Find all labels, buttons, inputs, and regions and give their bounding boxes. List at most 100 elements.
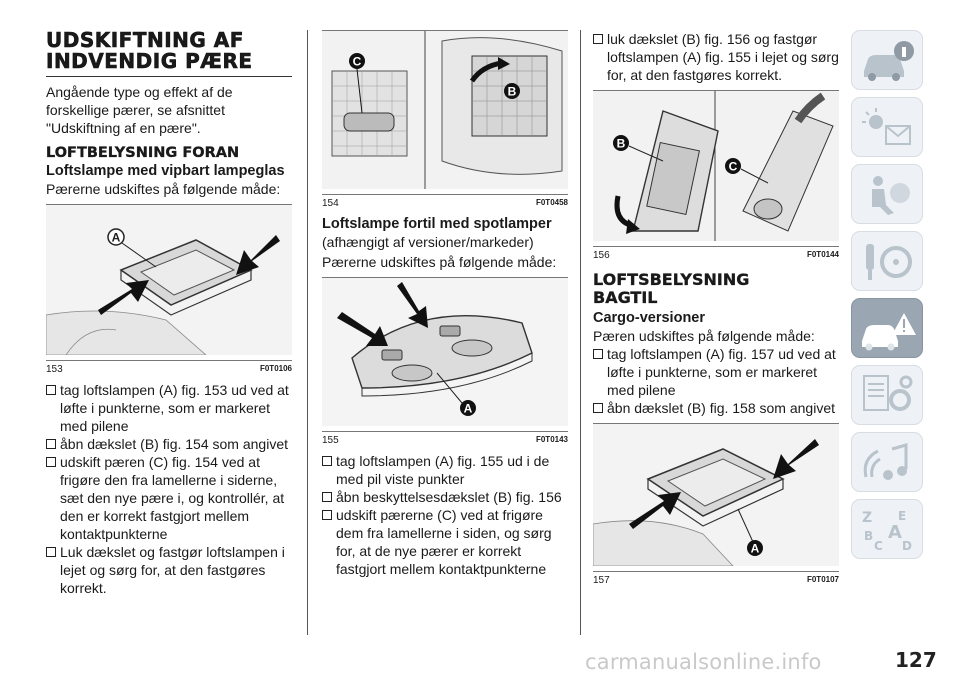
tab-emergency[interactable] (851, 298, 923, 358)
figure-155: A (322, 277, 568, 432)
figure-154-label-b: B (508, 85, 517, 99)
bullet-text: luk dækslet (B) fig. 156 og fastgør loft… (607, 31, 839, 83)
lead-text: Pærerne udskiftes på følgende måde: (46, 181, 281, 197)
bullet-text: Luk dækslet og fastgør loftslampen i lej… (60, 544, 285, 596)
maintenance-icon (863, 375, 913, 411)
figure-154-number: 154 (322, 198, 339, 209)
checkbox-icon (593, 403, 603, 413)
checkbox-icon (322, 456, 332, 466)
column-divider (580, 30, 581, 635)
figure-153-caption: 153 F0T0106 (46, 361, 292, 381)
figure-153-number: 153 (46, 364, 63, 375)
tab-multimedia[interactable] (851, 432, 923, 492)
figure-155-label-a: A (464, 402, 473, 416)
bullet-item: udskift pæren (C) fig. 154 ved at frigør… (46, 453, 292, 543)
figure-153-label-a: A (112, 231, 121, 245)
figure-154-code: F0T0458 (535, 198, 568, 207)
lead-text: Pæren udskiftes på følgende måde: (593, 328, 815, 344)
checkbox-icon (46, 457, 56, 467)
figure-154-illustration: C B (322, 31, 568, 189)
subheading-tilt-lamp: Loftslampe med vipbart lampeglas (46, 163, 285, 179)
section-title-line2: INDVENDIG PÆRE (46, 49, 253, 73)
tab-safety[interactable] (851, 164, 923, 224)
subheading-spot-lamp: Loftslampe fortil med spotlamper (322, 216, 552, 232)
section-title-block: UDSKIFTNING AF INDVENDIG PÆRE (46, 28, 292, 77)
figure-156-caption: 156 F0T0144 (593, 247, 839, 267)
checkbox-icon (46, 547, 56, 557)
bullet-item: tag loftslampen (A) fig. 155 ud i de med… (322, 452, 568, 488)
bullet-item: åbn dækslet (B) fig. 154 som angivet (46, 435, 292, 453)
subheading-cargo: Cargo-versioner (593, 310, 706, 326)
bullet-item: udskift pærerne (C) ved at frigøre dem f… (322, 506, 568, 578)
bullet-text: tag loftslampen (A) fig. 157 ud ved at l… (607, 346, 836, 398)
figure-156-label-c: C (729, 160, 738, 174)
figure-157-label-a: A (751, 542, 760, 556)
seat-airbag-icon (872, 176, 910, 215)
bullet-text: åbn beskyttelsesdækslet (B) fig. 156 (336, 489, 562, 505)
figure-157-number: 157 (593, 575, 610, 586)
figure-156-number: 156 (593, 250, 610, 261)
figure-157-illustration: A (592, 424, 839, 567)
warning-car-icon (862, 313, 916, 351)
column-middle: C B 154 F0T0458 Loftslampe fortil med sp… (322, 30, 568, 578)
checkbox-icon (322, 492, 332, 502)
bullet-item: Luk dækslet og fastgør loftslampen i lej… (46, 543, 292, 597)
lead-text: Pærerne udskiftes på følgende måde: (322, 254, 557, 270)
bullet-item: åbn beskyttelsesdækslet (B) fig. 156 (322, 488, 568, 506)
bullet-item: tag loftslampen (A) fig. 153 ud ved at l… (46, 381, 292, 435)
figure-156: B C (593, 90, 839, 247)
figure-157-code: F0T0107 (806, 575, 839, 584)
versions-note: (afhængigt af versioner/markeder) (322, 234, 534, 250)
figure-153: A (45, 204, 292, 361)
figure-154-label-c: C (353, 55, 362, 69)
figure-154: C B (322, 30, 568, 195)
car-info-icon (864, 41, 914, 81)
figure-155-number: 155 (322, 435, 339, 446)
bullet-item: luk dækslet (B) fig. 156 og fastgør loft… (593, 30, 839, 84)
figure-155-caption: 155 F0T0143 (322, 432, 568, 452)
watermark: carmanualsonline.info (585, 650, 822, 674)
column-right: luk dækslet (B) fig. 156 og fastgør loft… (592, 30, 839, 592)
svg-text:A: A (888, 522, 902, 543)
tab-vehicle-info[interactable] (851, 30, 923, 90)
dashboard-lights-icon (862, 108, 911, 145)
svg-text:Z: Z (862, 510, 872, 526)
figure-157: A (592, 423, 839, 572)
checkbox-icon (46, 385, 56, 395)
bullet-text: åbn dækslet (B) fig. 154 som angivet (60, 436, 289, 452)
figure-156-code: F0T0144 (806, 250, 839, 259)
svg-text:C: C (874, 539, 883, 553)
bullet-item: tag loftslampen (A) fig. 157 ud ved at l… (593, 345, 839, 399)
checkbox-icon (593, 34, 603, 44)
figure-153-illustration: A (45, 205, 292, 356)
column-divider (307, 30, 308, 635)
figure-156-label-b: B (617, 137, 626, 151)
svg-text:B: B (864, 529, 873, 543)
svg-text:E: E (898, 509, 906, 523)
bullet-text: tag loftslampen (A) fig. 155 ud i de med… (336, 453, 550, 487)
tab-starting-driving[interactable] (851, 231, 923, 291)
figure-154-caption: 154 F0T0458 (322, 195, 568, 215)
column-left: UDSKIFTNING AF INDVENDIG PÆRE Angående t… (45, 28, 292, 597)
index-letters-icon: Z E B AC D (862, 509, 912, 553)
bullet-text: udskift pæren (C) fig. 154 ved at frigør… (60, 454, 285, 542)
tab-maintenance[interactable] (851, 365, 923, 425)
bullet-text: åbn dækslet (B) fig. 158 som angivet (607, 400, 836, 416)
key-steering-icon (866, 244, 912, 280)
intro-text: Angående type og effekt af de forskellig… (46, 84, 233, 136)
bullet-item: åbn dækslet (B) fig. 158 som angivet (593, 399, 839, 417)
bullet-text: udskift pærerne (C) ved at frigøre dem f… (336, 507, 552, 577)
figure-153-code: F0T0106 (259, 364, 292, 373)
figure-156-illustration: B C (593, 91, 839, 241)
page-number: 127 (895, 648, 937, 672)
section-title-line1: UDSKIFTNING AF (46, 28, 244, 52)
multimedia-icon (863, 443, 908, 480)
figure-155-illustration: A (322, 278, 568, 426)
svg-text:D: D (902, 539, 912, 553)
figure-155-code: F0T0143 (535, 435, 568, 444)
tab-dashboard-lights[interactable] (851, 97, 923, 157)
checkbox-icon (322, 510, 332, 520)
heading-rear-light-line2: BAGTIL (593, 288, 658, 307)
